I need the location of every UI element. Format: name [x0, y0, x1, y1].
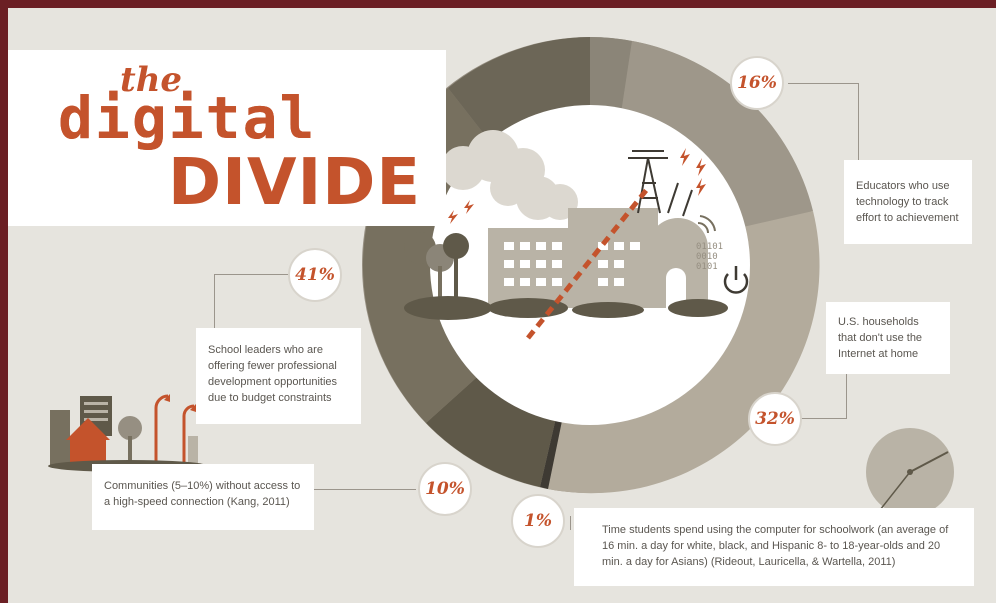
building-windows [504, 242, 686, 308]
connector-line [798, 418, 846, 419]
callout-school-leaders: School leaders who are offering fewer pr… [196, 328, 361, 424]
title-panel: the digital DIVIDE [8, 50, 446, 226]
town-illustration [48, 394, 208, 472]
badge-1-percent: 1% [511, 494, 565, 548]
title-divide: DIVIDE [168, 146, 422, 220]
lightning-bolts [448, 148, 706, 224]
binary-text: 01101 0010 0101 [696, 242, 724, 272]
clock-icon [866, 428, 954, 516]
ring-segment-top [590, 37, 632, 120]
badge-16-percent: 16% [730, 56, 784, 110]
callout-time-students: Time students spend using the computer f… [574, 508, 974, 586]
title-digital: digital [58, 84, 317, 152]
connector-line [570, 516, 571, 530]
connector-line [858, 83, 859, 163]
tree-icon [404, 232, 469, 304]
ring-segment-16 [620, 41, 813, 229]
ring-segment-upper-left [448, 37, 590, 152]
badge-41-percent: 41% [288, 248, 342, 302]
power-icon [723, 266, 749, 294]
connector-line [300, 489, 416, 490]
connector-line [214, 274, 215, 334]
connector-line [846, 364, 847, 419]
connector-line [214, 274, 296, 275]
badge-10-percent: 10% [418, 462, 472, 516]
antenna-tower-icon [628, 150, 693, 217]
infographic-canvas: 01101 0010 0101 the digital DIVIDE Educa… [8, 8, 996, 603]
wifi-icon [697, 215, 716, 234]
callout-educators: Educators who use technology to track ef… [844, 160, 972, 244]
divide-dashed-line [526, 186, 650, 340]
callout-communities: Communities (5–10%) without access to a … [92, 464, 314, 530]
ground-bushes [404, 296, 728, 320]
badge-32-percent: 32% [748, 392, 802, 446]
connector-line [788, 83, 858, 84]
ring-segment-1 [540, 409, 564, 489]
callout-households: U.S. households that don't use the Inter… [826, 302, 950, 374]
title-the: the [120, 60, 183, 100]
